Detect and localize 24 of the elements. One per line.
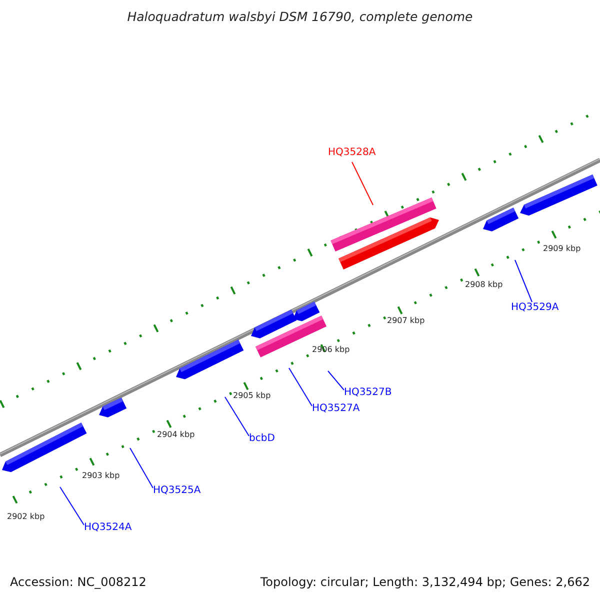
leader-line: [224, 396, 250, 436]
leader-line: [514, 260, 532, 302]
scale-label: 2907 kbp: [387, 316, 425, 326]
gene-label: bcbD: [249, 433, 275, 445]
scale-label: 2908 kbp: [465, 280, 503, 290]
scale-label: 2904 kbp: [157, 430, 195, 440]
scale-label: 2905 kbp: [233, 391, 271, 401]
genome-stats-text: Topology: circular; Length: 3,132,494 bp; Genes: 2,662: [260, 575, 590, 589]
leader-line: [328, 370, 344, 390]
leader-line: [352, 162, 374, 206]
gene-label: HQ3527A: [312, 403, 360, 415]
leader-line: [130, 448, 154, 488]
gene-label: HQ3525A: [153, 485, 201, 497]
gene-label: HQ3524A: [84, 522, 132, 534]
gene-label: HQ3527B: [344, 387, 392, 399]
accession-text: Accession: NC_008212: [10, 575, 146, 589]
scale-label: 2902 kbp: [7, 512, 45, 522]
scale-label: 2903 kbp: [82, 471, 120, 481]
map-title: Haloquadratum walsbyi DSM 16790, complete genome: [126, 9, 474, 24]
leader-line: [288, 368, 312, 406]
scale-label: 2909 kbp: [543, 244, 581, 254]
leader-line: [60, 486, 84, 526]
gene-label: HQ3529A: [511, 302, 559, 314]
gene-label: HQ3528A: [328, 147, 376, 159]
